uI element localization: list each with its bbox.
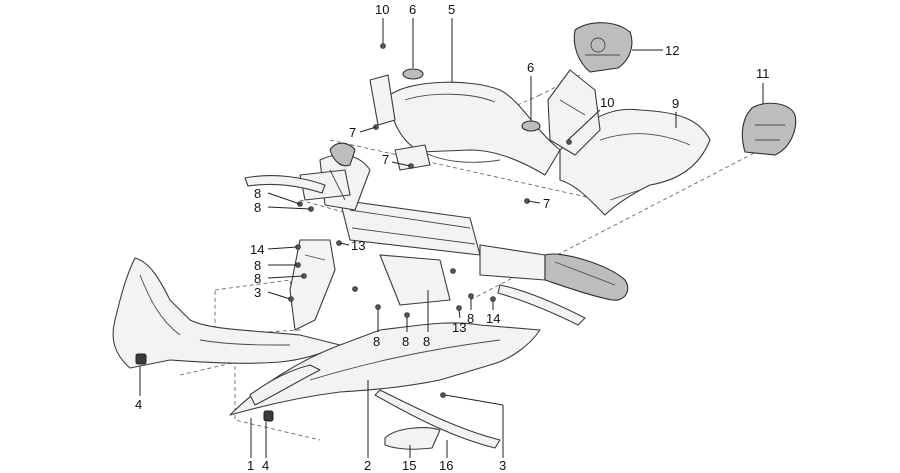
callout-8-4: 8: [254, 271, 261, 286]
callout-15: 15: [402, 458, 416, 473]
left-brake-lever: [244, 174, 326, 194]
grommet-right: [521, 120, 541, 132]
left-side-bracket: [289, 239, 336, 331]
callout-8-6: 8: [402, 334, 409, 349]
right-switch-housing: [573, 22, 633, 73]
callout-12: 12: [665, 43, 679, 58]
callout-3-bottom: 3: [499, 458, 506, 473]
callout-13-lower: 13: [452, 320, 466, 335]
trim-strip: [374, 389, 501, 449]
callout-4-bottom: 4: [262, 458, 269, 473]
callout-8-5: 8: [373, 334, 380, 349]
callout-14-left: 14: [250, 242, 264, 257]
left-grip-end: [329, 142, 356, 167]
callout-11: 11: [756, 66, 770, 81]
handlebar-upper-cover: [369, 74, 561, 176]
small-panel: [384, 427, 441, 450]
callout-8-2: 8: [254, 200, 261, 215]
callout-10-top: 10: [375, 2, 389, 17]
handlebar-rear-cover: [559, 108, 711, 216]
callout-9: 9: [672, 96, 679, 111]
callout-labels: 10 6 5 12 6 11 10 9 7 7 7 8 8 14 13 8 8 …: [135, 2, 770, 473]
callout-4-left: 4: [135, 397, 142, 412]
callout-6-right: 6: [527, 60, 534, 75]
callout-7-right: 7: [543, 196, 550, 211]
callout-8-8: 8: [467, 311, 474, 326]
clip-upper: [135, 353, 147, 365]
callout-13-upper: 13: [351, 238, 365, 253]
callout-7-upper: 7: [349, 125, 356, 140]
left-lower-cover: [112, 257, 341, 369]
callout-5: 5: [448, 2, 455, 17]
callout-14-right: 14: [486, 311, 500, 326]
front-lower-cover: [229, 322, 541, 416]
callout-2: 2: [364, 458, 371, 473]
grommet-upper: [402, 68, 424, 80]
callout-1: 1: [247, 458, 254, 473]
callout-10-right: 10: [600, 95, 614, 110]
left-switch-housing: [741, 102, 797, 156]
handlebar-frame: [299, 154, 481, 306]
clip-lower: [263, 410, 274, 422]
right-handlebar-grip: [479, 244, 629, 326]
callout-3-left: 3: [254, 285, 261, 300]
callout-8-3: 8: [254, 258, 261, 273]
callout-6-top: 6: [409, 2, 416, 17]
screws: [288, 43, 572, 398]
callout-8-7: 8: [423, 334, 430, 349]
callout-7-middle: 7: [382, 152, 389, 167]
callout-16: 16: [439, 458, 453, 473]
leader-lines: [139, 18, 764, 458]
left-cover-bracket: [547, 69, 601, 156]
callout-8-1: 8: [254, 186, 261, 201]
